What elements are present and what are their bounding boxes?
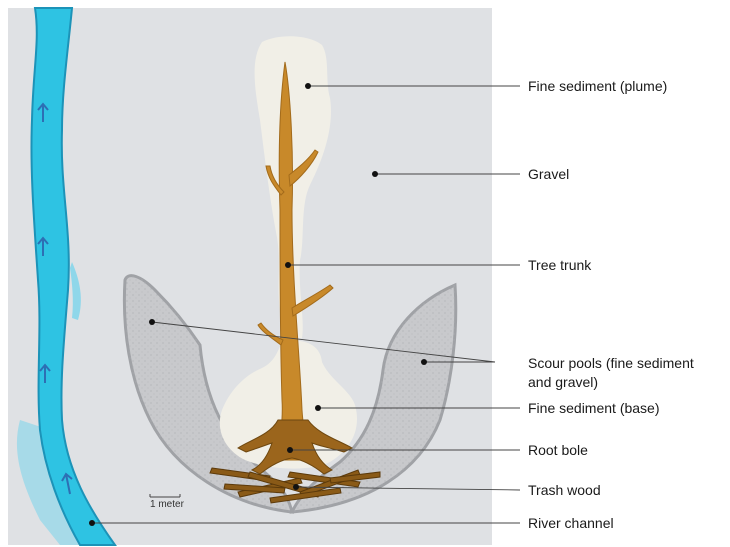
label-trash-wood: Trash wood [528, 481, 601, 499]
label-scour-pools-line1: Scour pools (fine sediment [528, 354, 694, 372]
label-fine-sediment-plume: Fine sediment (plume) [528, 77, 667, 95]
label-gravel: Gravel [528, 165, 569, 183]
label-tree-trunk: Tree trunk [528, 256, 591, 274]
scale-bar-label: 1 meter [150, 499, 184, 510]
label-root-bole: Root bole [528, 441, 588, 459]
label-fine-sediment-base: Fine sediment (base) [528, 399, 660, 417]
label-river-channel: River channel [528, 514, 614, 532]
label-scour-pools-line2: and gravel) [528, 373, 598, 391]
